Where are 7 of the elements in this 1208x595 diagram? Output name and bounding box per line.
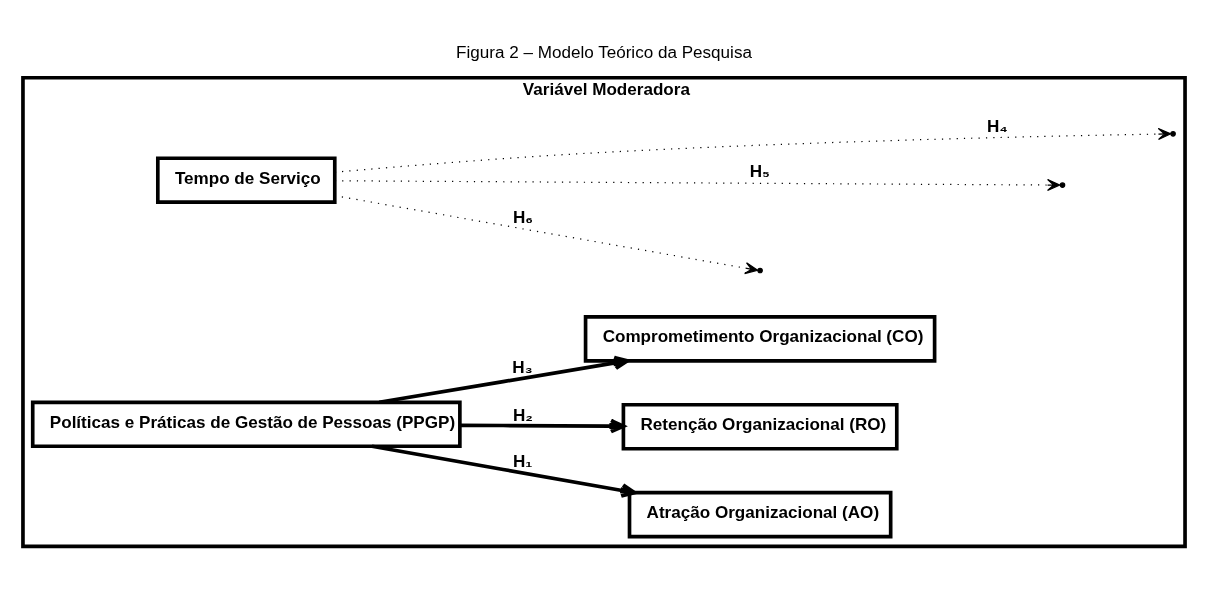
edge-label: H₁: [512, 451, 533, 471]
edge-label: H₅: [749, 161, 770, 181]
diagram-title: Figura 2 – Modelo Teórico da Pesquisa: [456, 42, 752, 62]
edge-label: H₃: [512, 357, 533, 377]
edge-label: H₂: [512, 405, 533, 425]
edge-label: H₆: [512, 207, 534, 227]
edge-label: H₄: [987, 116, 1008, 136]
